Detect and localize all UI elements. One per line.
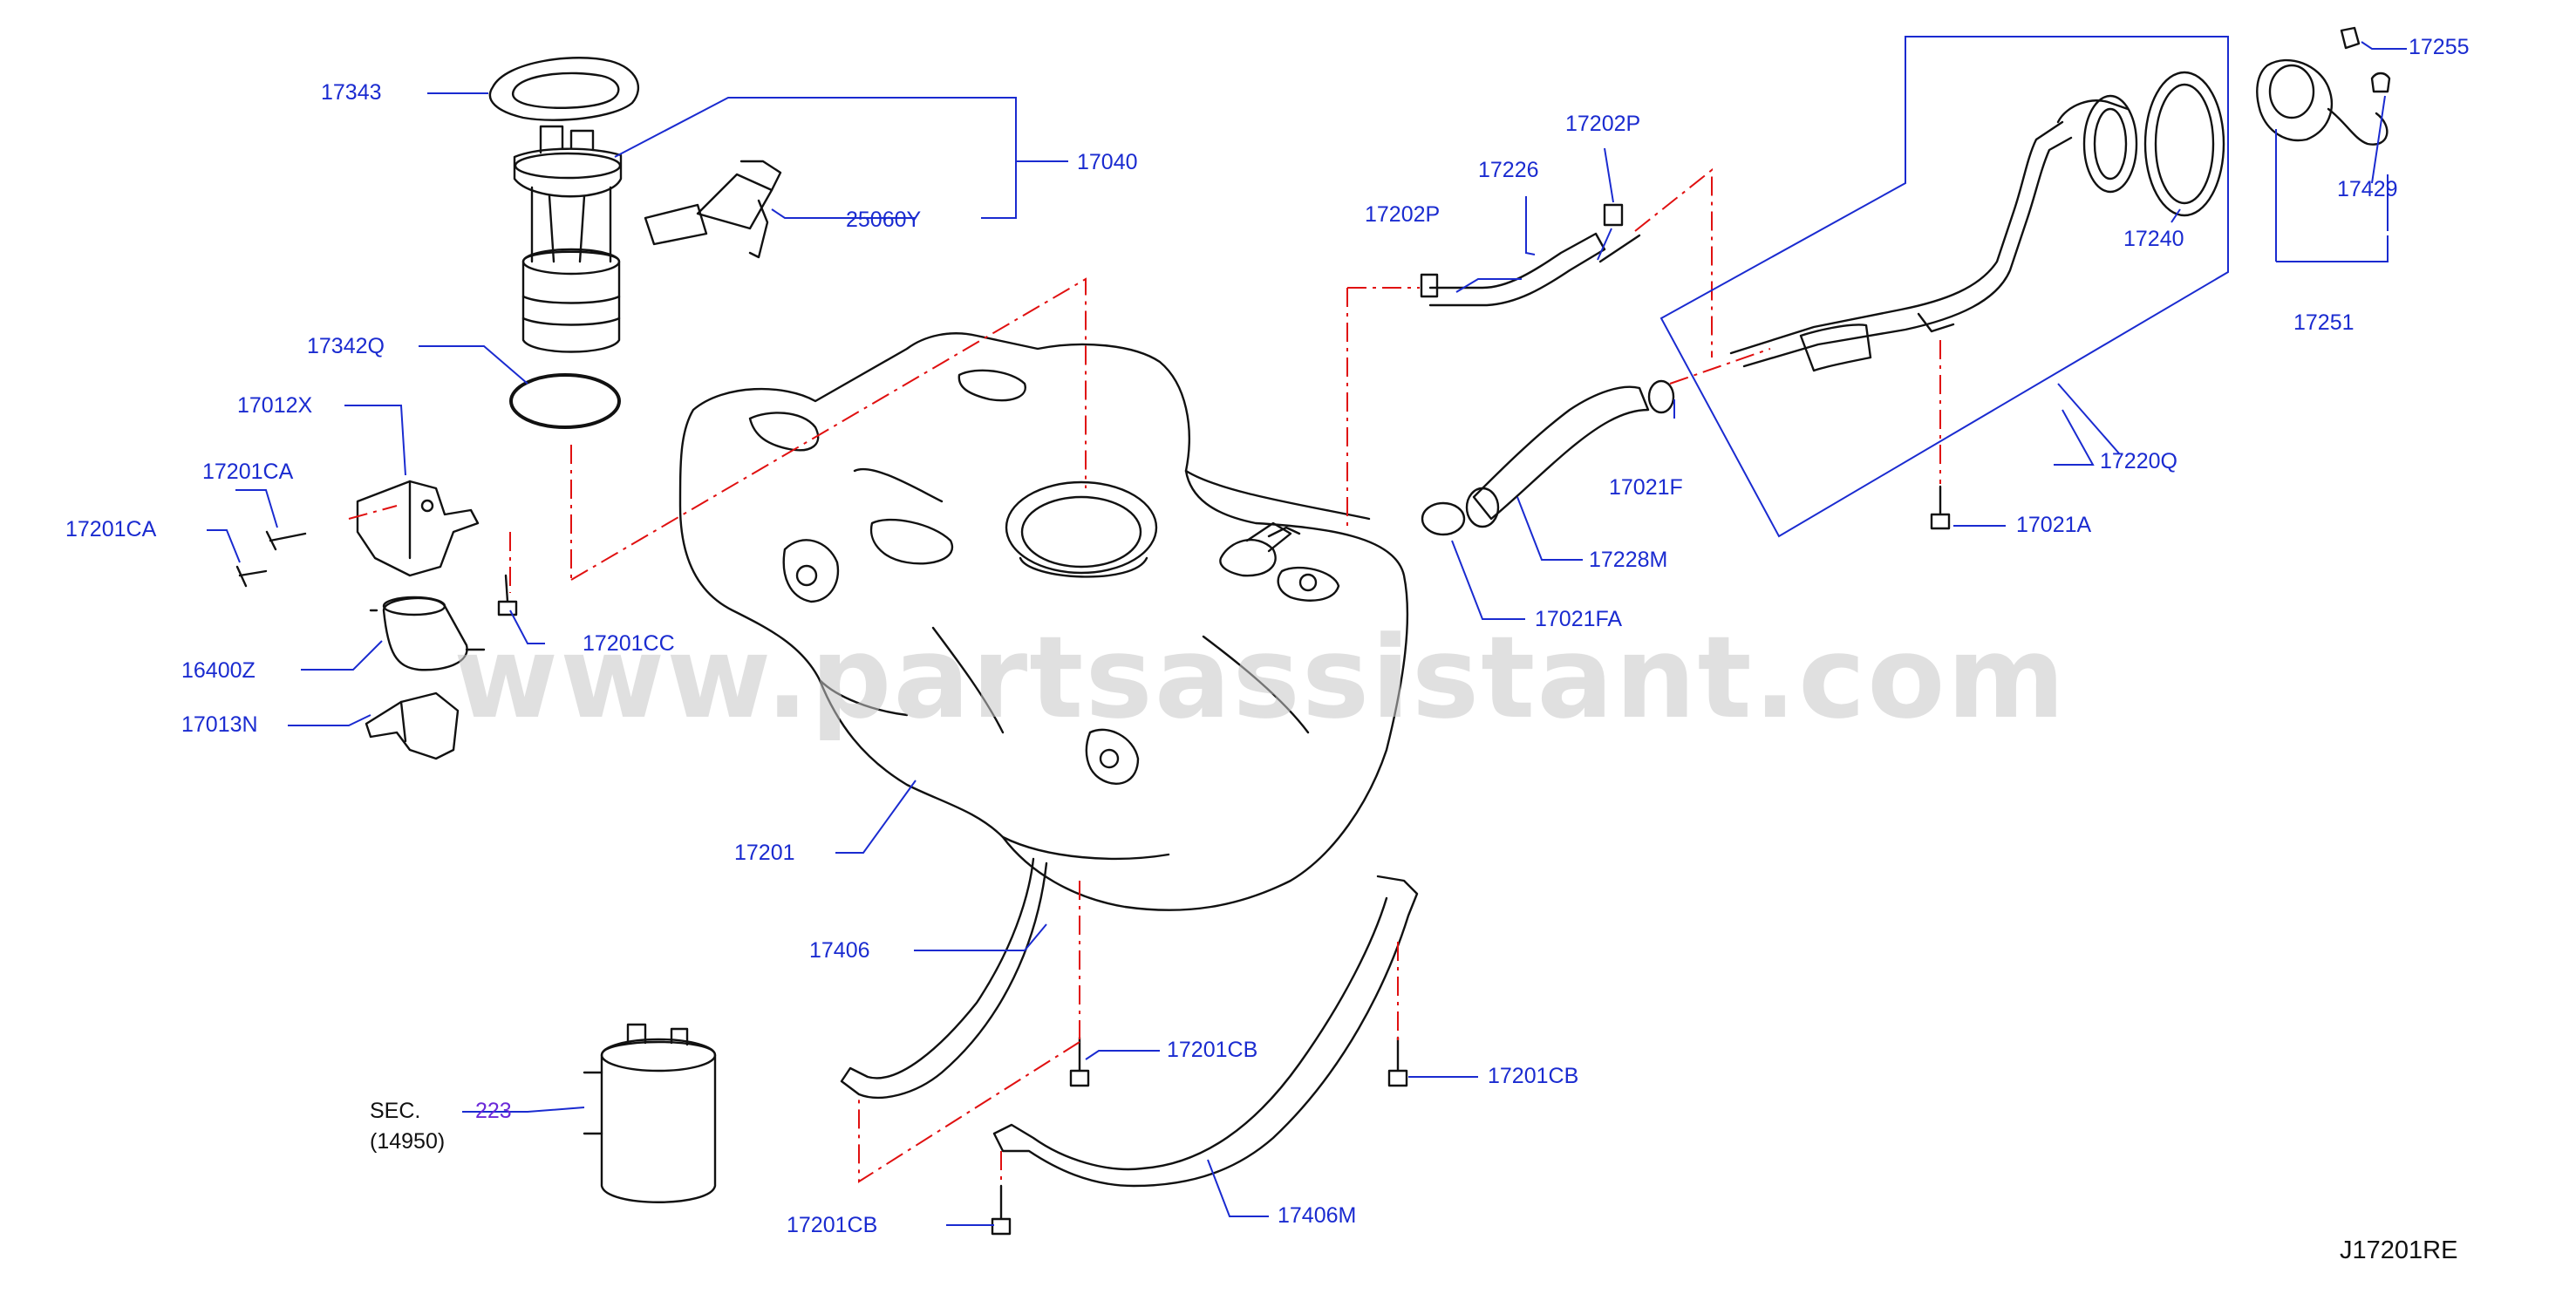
callout-17226[interactable]: 17226 [1478,158,1539,182]
fuel-tank-drawing [678,332,1409,911]
callout-17406m[interactable]: 17406M [1278,1203,1357,1228]
gasket-drawing [2143,71,2225,217]
callout-17202p-left[interactable]: 17202P [1365,202,1441,227]
ring-gasket-drawing [488,57,640,121]
callout-17201cc[interactable]: 17201CC [583,631,675,656]
callout-17201ca-upper[interactable]: 17201CA [202,460,294,484]
centerlines [348,167,1941,1186]
callout-17342q[interactable]: 17342Q [307,334,385,358]
callout-17040[interactable]: 17040 [1077,150,1138,174]
callout-25060y[interactable]: 25060Y [846,208,922,232]
callout-17201cb-right[interactable]: 17201CB [1488,1064,1579,1088]
callout-17201cb-center[interactable]: 17201CB [1167,1038,1258,1062]
callout-17202p-right[interactable]: 17202P [1565,112,1641,136]
callout-17201[interactable]: 17201 [734,841,795,865]
fuel-filter-drawing [369,596,486,671]
hoses-drawing [1267,203,1675,538]
o-ring-drawing [509,373,621,429]
tank-straps-drawing [840,857,1419,1188]
bolt-drawings [235,485,1951,1236]
callout-17406[interactable]: 17406 [809,938,870,963]
callout-17343[interactable]: 17343 [321,80,382,105]
callout-17228m[interactable]: 17228M [1589,548,1668,572]
callout-17021f[interactable]: 17021F [1609,475,1683,500]
callout-16400z[interactable]: 16400Z [181,658,256,683]
callout-17240[interactable]: 17240 [2123,227,2184,251]
level-sender-drawing [644,160,782,259]
watermark: www.partsassistant.com [453,611,2067,744]
callout-17021a[interactable]: 17021A [2016,513,2092,537]
leader-lines [207,36,2407,1226]
filter-clamp-drawing [365,691,460,760]
diagram-code: J17201RE [2340,1236,2458,1264]
callout-17201cb-bottom[interactable]: 17201CB [787,1213,878,1237]
callout-17429[interactable]: 17429 [2337,177,2398,201]
sec-subref: (14950) [370,1129,446,1154]
callout-17255[interactable]: 17255 [2409,35,2470,59]
callout-17013n[interactable]: 17013N [181,712,258,737]
filler-tube-drawing [1729,94,2138,372]
callout-17251[interactable]: 17251 [2293,310,2355,335]
callout-17220q[interactable]: 17220Q [2100,449,2177,473]
callout-17021fa[interactable]: 17021FA [1535,607,1623,631]
fuel-pump-module-drawing [513,125,623,353]
callout-17012x[interactable]: 17012X [237,393,313,418]
filter-bracket-drawing [356,480,480,577]
canister-drawing [583,1023,717,1203]
sec-link-223[interactable]: 223 [475,1099,512,1123]
callout-17201ca-lower[interactable]: 17201CA [65,517,157,541]
fuel-cap-drawing [2256,26,2391,146]
sec-prefix: SEC. [370,1099,421,1123]
